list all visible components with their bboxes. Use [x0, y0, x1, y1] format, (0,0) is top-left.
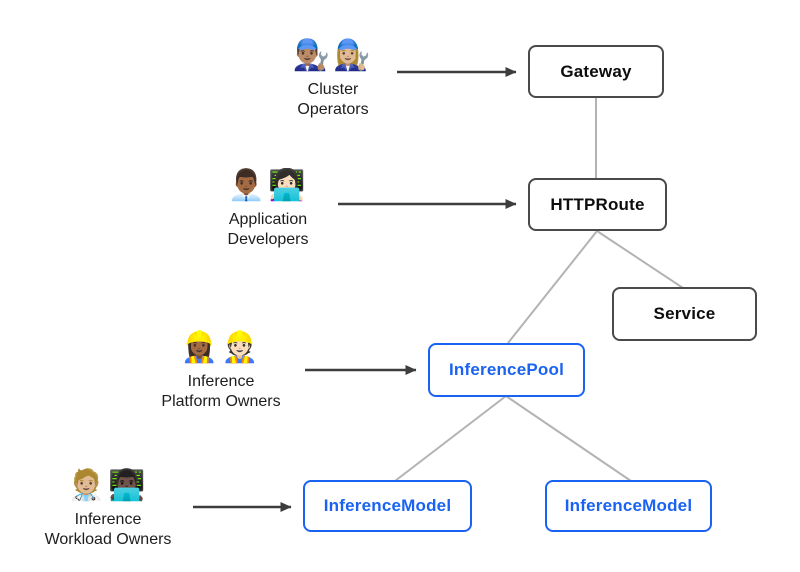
application-developers-label: Application Developers: [227, 211, 309, 248]
inference-platform-owners-icon: 👷🏾‍♀️👷🏻: [180, 331, 262, 364]
node-gateway: Gateway: [528, 45, 664, 98]
node-inferencemodel-left-label: InferenceModel: [323, 496, 452, 515]
edge-inferencepool-inferencemodel-left: [394, 395, 507, 482]
node-inferencepool: InferencePool: [428, 343, 585, 397]
edge-inferencepool-inferencemodel-right: [505, 395, 632, 482]
actor-inference-platform-owners: 👷🏾‍♀️👷🏻 Inference Platform Owners: [121, 328, 321, 411]
node-httproute: HTTPRoute: [528, 178, 667, 231]
inference-workload-owners-label: Inference Workload Owners: [44, 511, 172, 548]
cluster-operators-label: Cluster Operators: [297, 81, 369, 118]
edge-httproute-service: [596, 230, 684, 289]
node-inferencemodel-left: InferenceModel: [303, 480, 472, 532]
node-inferencemodel-right: InferenceModel: [545, 480, 712, 532]
node-service-label: Service: [653, 304, 716, 323]
actor-application-developers: 👨🏾‍💼👩🏻‍💻 Application Developers: [168, 166, 368, 249]
actor-inference-workload-owners: 🧑🏼‍⚕️👨🏿‍💻 Inference Workload Owners: [8, 466, 208, 549]
node-inferencepool-label: InferencePool: [448, 360, 565, 379]
inference-platform-owners-label: Inference Platform Owners: [161, 373, 281, 410]
node-httproute-label: HTTPRoute: [550, 194, 645, 214]
application-developers-icon: 👨🏾‍💼👩🏻‍💻: [227, 169, 309, 202]
cluster-operators-icon: 👨🏽‍🔧👩🏼‍🔧: [292, 39, 374, 72]
node-service: Service: [612, 287, 757, 341]
actor-cluster-operators: 👨🏽‍🔧👩🏼‍🔧 Cluster Operators: [233, 36, 433, 119]
inference-workload-owners-icon: 🧑🏼‍⚕️👨🏿‍💻: [67, 469, 149, 502]
node-gateway-label: Gateway: [560, 61, 632, 81]
edge-httproute-inferencepool: [507, 230, 598, 344]
node-inferencemodel-right-label: InferenceModel: [564, 496, 693, 515]
